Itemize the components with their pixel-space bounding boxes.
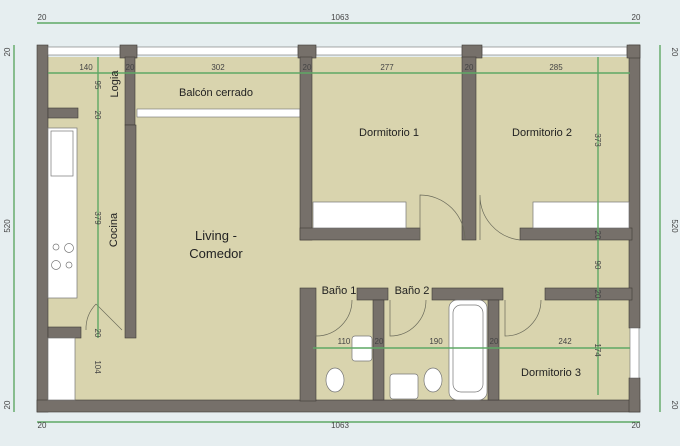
window-dorm1 — [315, 46, 463, 56]
doors — [85, 194, 542, 337]
svg-text:285: 285 — [549, 63, 563, 72]
sink-icon — [50, 130, 74, 177]
svg-text:20: 20 — [670, 401, 679, 410]
svg-text:520: 520 — [670, 219, 679, 233]
svg-text:174: 174 — [593, 343, 602, 357]
pantry — [47, 337, 76, 401]
svg-text:379: 379 — [93, 211, 102, 225]
stove-icon — [52, 243, 60, 251]
svg-text:20: 20 — [632, 421, 641, 430]
room-bano1: Baño 1 — [322, 285, 357, 297]
svg-text:110: 110 — [338, 337, 351, 346]
svg-text:104: 104 — [93, 360, 102, 374]
room-dorm1: Dormitorio 1 — [359, 127, 419, 139]
svg-text:20: 20 — [375, 337, 384, 346]
svg-text:1063: 1063 — [331, 421, 349, 430]
svg-text:20: 20 — [3, 400, 12, 409]
svg-text:95: 95 — [93, 81, 102, 90]
toilet-icon — [325, 367, 345, 393]
window-balcon — [136, 46, 299, 56]
svg-text:20: 20 — [632, 13, 641, 22]
window-dorm2 — [481, 46, 628, 56]
dimension-labels: 20 1063 20 20 1063 20 20 520 20 20 520 2… — [3, 13, 679, 430]
wardrobe-dorm2 — [532, 201, 630, 229]
svg-text:90: 90 — [593, 261, 602, 270]
svg-text:20: 20 — [465, 63, 474, 72]
room-labels: Logia Balcón cerrado Cocina Living - Com… — [108, 70, 581, 379]
room-logia: Logia — [109, 70, 121, 98]
room-living: Living - — [195, 228, 237, 243]
window-dorm3 — [629, 327, 640, 379]
svg-text:20: 20 — [593, 290, 602, 299]
room-dorm2: Dormitorio 2 — [512, 127, 572, 139]
svg-text:20: 20 — [490, 337, 499, 346]
svg-text:1063: 1063 — [331, 13, 349, 22]
svg-text:20: 20 — [3, 47, 12, 56]
room-balcon: Balcón cerrado — [179, 87, 253, 99]
room-cocina: Cocina — [108, 212, 120, 247]
svg-text:20: 20 — [38, 421, 47, 430]
svg-text:190: 190 — [429, 337, 443, 346]
svg-text:20: 20 — [93, 329, 102, 338]
outer-walls — [36, 44, 641, 413]
room-bano2: Baño 2 — [395, 285, 430, 297]
fixtures — [47, 127, 630, 401]
svg-text:20: 20 — [303, 63, 312, 72]
room-comedor: Comedor — [189, 246, 243, 261]
svg-text:277: 277 — [380, 63, 394, 72]
svg-text:20: 20 — [38, 13, 47, 22]
dimension-lines — [13, 22, 661, 423]
svg-text:20: 20 — [93, 111, 102, 120]
svg-text:520: 520 — [3, 219, 12, 233]
svg-text:20: 20 — [670, 48, 679, 57]
svg-text:20: 20 — [593, 231, 602, 240]
wardrobe-dorm1 — [312, 201, 407, 229]
toilet-icon — [423, 367, 443, 393]
svg-text:373: 373 — [593, 133, 602, 147]
svg-text:20: 20 — [126, 63, 135, 72]
room-dorm3: Dormitorio 3 — [521, 367, 581, 379]
window-logia — [47, 46, 121, 56]
sink-icon — [389, 373, 419, 400]
interior-walls — [47, 56, 633, 402]
svg-text:242: 242 — [558, 337, 572, 346]
svg-text:302: 302 — [211, 63, 225, 72]
svg-text:140: 140 — [79, 63, 93, 72]
